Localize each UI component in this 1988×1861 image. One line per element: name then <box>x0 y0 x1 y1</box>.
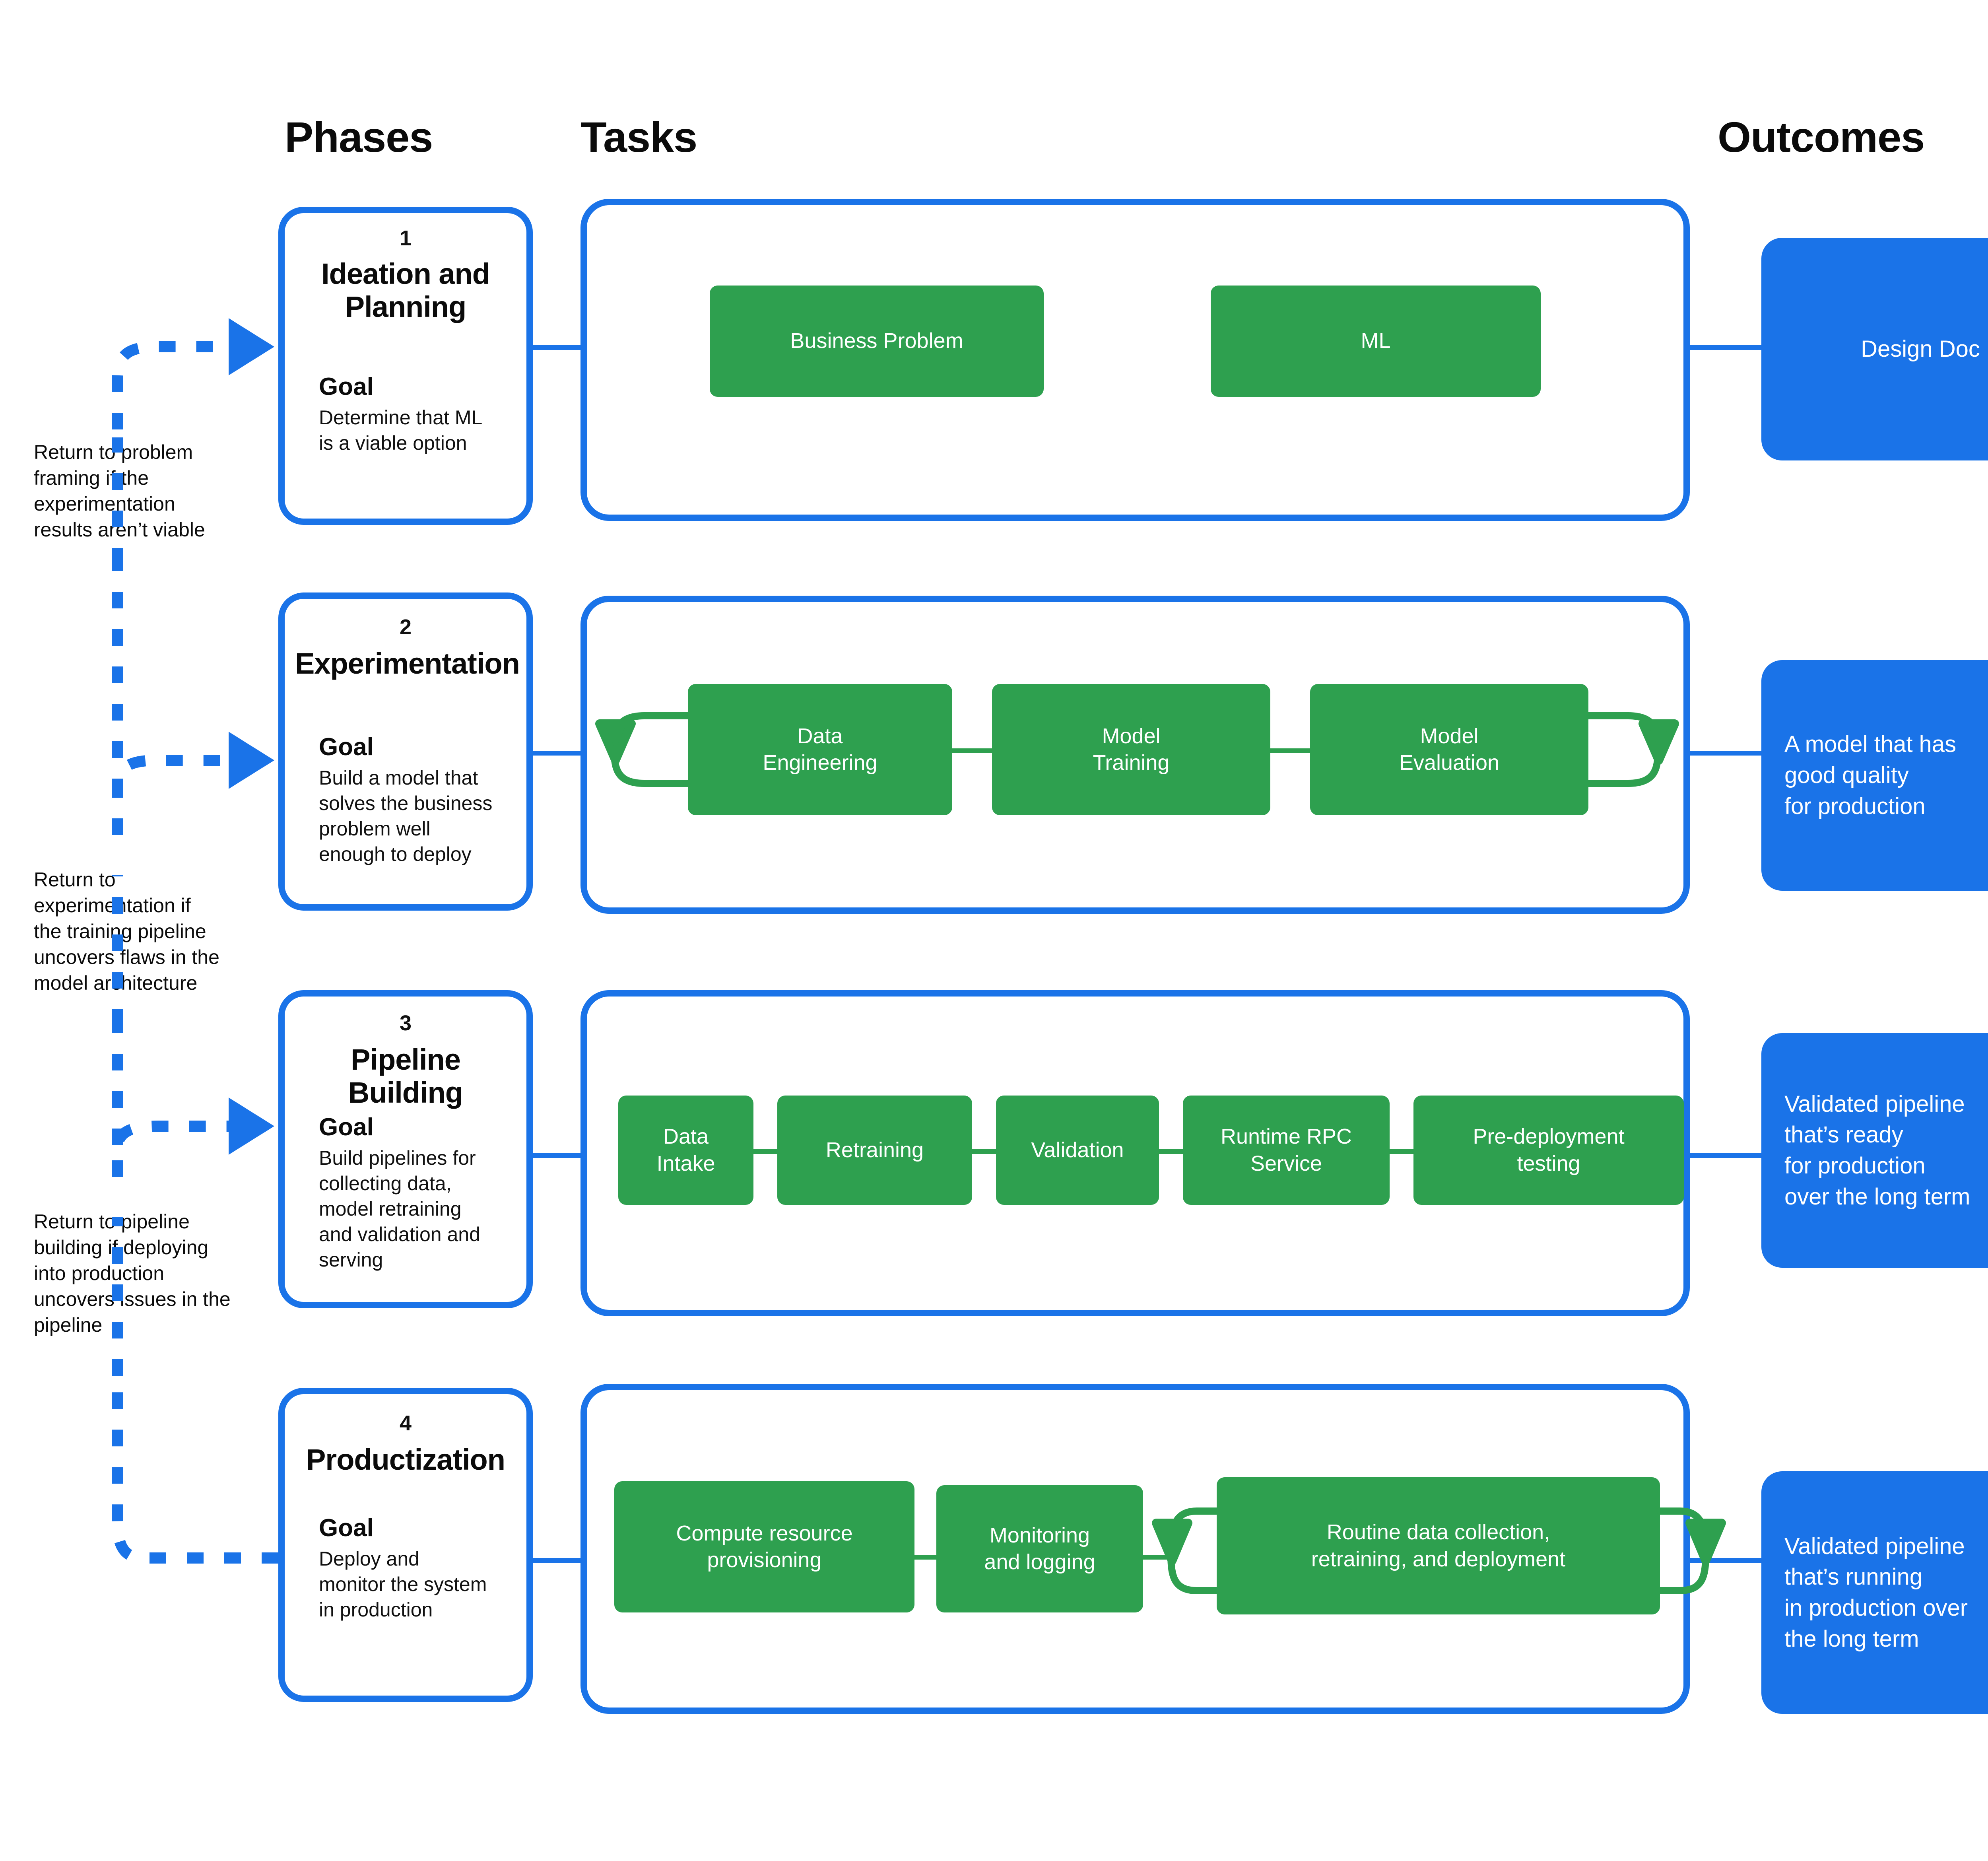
task-box-business-problem[interactable]: Business Problem <box>710 286 1044 397</box>
dashed-arrow-to-phase-1 <box>112 318 274 429</box>
phase-card-1[interactable]: 1 Ideation and Planning Goal Determine t… <box>278 207 533 525</box>
connector-tasks2-to-outcome <box>1690 751 1761 756</box>
task-box-routine-data-collection[interactable]: Routine data collection, retraining, and… <box>1217 1477 1660 1614</box>
column-header-phases: Phases <box>285 113 433 161</box>
return-annotation-problem-framing: Return to problem framing if the experim… <box>34 441 205 541</box>
connector-task2b-to-task2c <box>1268 748 1312 753</box>
phase-card-3[interactable]: 3 Pipeline Building Goal Build pipelines… <box>278 990 533 1308</box>
connector-task3d-to-task3e <box>1388 1149 1415 1154</box>
connector-task2a-to-task2b <box>950 748 994 753</box>
column-header-tasks: Tasks <box>580 113 697 161</box>
goal-text-1: Determine that ML is a viable option <box>319 406 483 455</box>
goal-label-3: Goal <box>319 1113 374 1141</box>
task-box-validation[interactable]: Validation <box>996 1096 1159 1205</box>
task-box-monitoring-and-logging[interactable]: Monitoring and logging <box>936 1485 1143 1612</box>
task-box-ml[interactable]: ML <box>1211 286 1541 397</box>
phase-title-1: Ideation and Planning <box>321 257 490 323</box>
dashed-spine-left <box>112 437 278 1564</box>
outcome-box-design-doc[interactable]: Design Doc <box>1761 238 1988 460</box>
return-annotation-experimentation-training: Return to experimentation if the trainin… <box>34 868 219 994</box>
connector-task3c-to-task3d <box>1157 1149 1185 1154</box>
column-header-outcomes: Outcomes <box>1718 113 1925 161</box>
phase-title-4: Productization <box>306 1443 505 1476</box>
connector-phase2-to-tasks <box>533 751 584 756</box>
phase-goal-4: Goal Deploy and monitor the system in pr… <box>319 1513 511 1622</box>
task-box-runtime-rpc-service[interactable]: Runtime RPC Service <box>1183 1096 1390 1205</box>
return-annotation-pipeline-building: Return to pipeline building if deploying… <box>34 1210 231 1336</box>
connector-phase1-to-tasks <box>533 345 584 350</box>
connector-task4a-to-task4b <box>911 1555 938 1560</box>
connector-task3a-to-task3b <box>751 1149 779 1154</box>
goal-label-4: Goal <box>319 1514 374 1542</box>
outcome-box-model-quality[interactable]: A model that has good quality for produc… <box>1761 660 1988 891</box>
outcome-box-validated-pipeline-ready[interactable]: Validated pipeline that’s ready for prod… <box>1761 1033 1988 1268</box>
goal-text-2: Build a model that solves the business p… <box>319 767 493 866</box>
dashed-arrow-to-phase-3 <box>112 1098 274 1177</box>
task-box-pre-deployment-testing[interactable]: Pre-deployment testing <box>1413 1096 1684 1205</box>
connector-tasks4-to-outcome <box>1690 1558 1761 1563</box>
goal-text-4: Deploy and monitor the system in product… <box>319 1548 487 1621</box>
phase-number-4: 4 <box>399 1411 412 1435</box>
task-box-compute-resource-provisioning[interactable]: Compute resource provisioning <box>614 1481 914 1612</box>
phase-number-2: 2 <box>399 615 412 639</box>
task-box-data-engineering[interactable]: Data Engineering <box>688 684 952 815</box>
phase-number-3: 3 <box>399 1011 412 1035</box>
connector-tasks1-to-outcome <box>1690 345 1761 350</box>
phase-goal-2: Goal Build a model that solves the busin… <box>319 732 511 867</box>
phase-goal-1: Goal Determine that ML is a viable optio… <box>319 372 511 456</box>
connector-phase3-to-tasks <box>533 1153 584 1158</box>
phase-title-3: Pipeline Building <box>348 1043 463 1109</box>
phase-card-2[interactable]: 2 Experimentation Goal Build a model tha… <box>278 592 533 911</box>
phase-title-2: Experimentation <box>295 647 520 680</box>
task-box-retraining[interactable]: Retraining <box>777 1096 972 1205</box>
connector-phase4-to-tasks <box>533 1558 584 1563</box>
task-box-model-evaluation[interactable]: Model Evaluation <box>1310 684 1588 815</box>
goal-label-2: Goal <box>319 733 374 761</box>
task-box-data-intake[interactable]: Data Intake <box>618 1096 753 1205</box>
dashed-arrow-to-phase-2 <box>112 732 274 835</box>
outcome-box-validated-pipeline-running[interactable]: Validated pipeline that’s running in pro… <box>1761 1471 1988 1714</box>
connector-tasks3-to-outcome <box>1690 1153 1761 1158</box>
goal-text-3: Build pipelines for collecting data, mod… <box>319 1147 480 1271</box>
connector-task3b-to-task3c <box>970 1149 998 1154</box>
phase-card-4[interactable]: 4 Productization Goal Deploy and monitor… <box>278 1388 533 1702</box>
goal-label-1: Goal <box>319 373 374 400</box>
connector-task4b-to-task4c <box>1141 1555 1173 1560</box>
phase-number-1: 1 <box>399 226 412 250</box>
task-box-model-training[interactable]: Model Training <box>992 684 1270 815</box>
phase-goal-3: Goal Build pipelines for collecting data… <box>319 1113 511 1272</box>
